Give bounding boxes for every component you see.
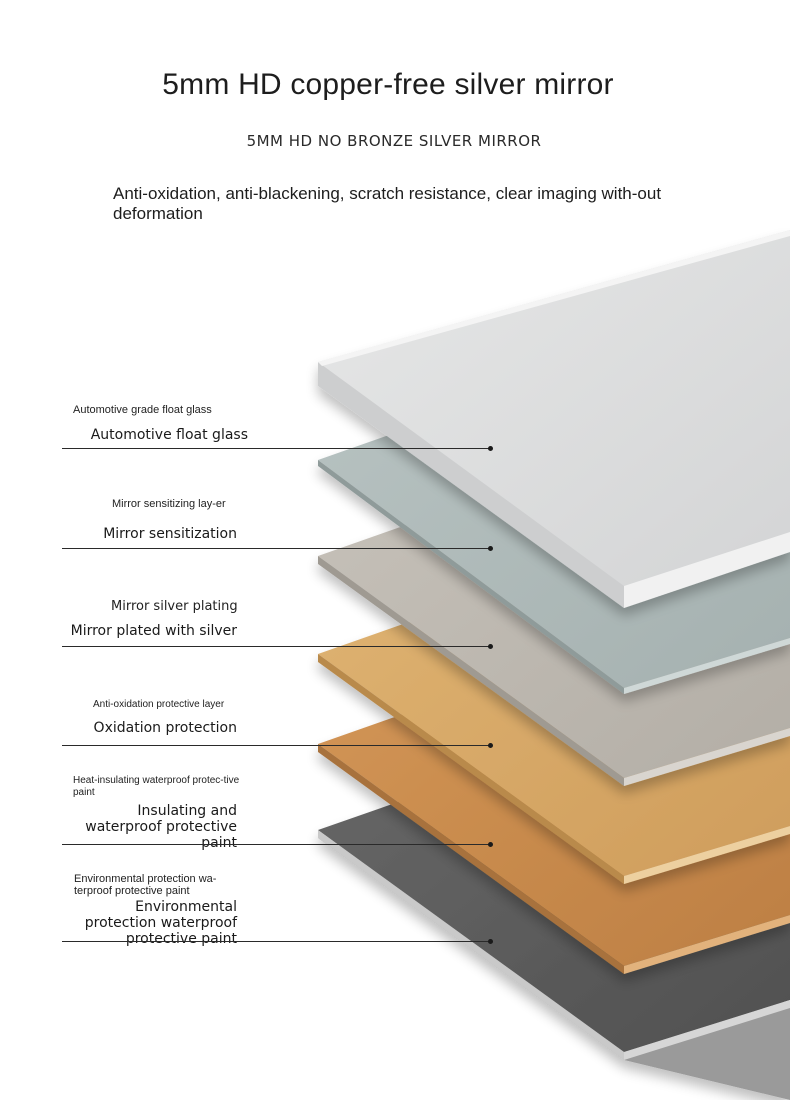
page-description: Anti-oxidation, anti-blackening, scratch… [113, 184, 662, 223]
layer-6-small-label: Environmental protection wa-terproof pro… [74, 873, 217, 897]
layer-4-small-label: Anti-oxidation protective layer [93, 699, 225, 710]
layer-2-pointer-dot [488, 546, 493, 551]
page-subtitle: 5MM HD NO BRONZE SILVER MIRROR [246, 132, 542, 150]
layer-3-main-label: Mirror plated with silver [70, 623, 237, 639]
layer-1-pointer-dot [488, 446, 493, 451]
layer-6-main-label: Environmental protection waterproof prot… [84, 899, 237, 947]
layer-3-small-label: Mirror silver plating [111, 599, 238, 614]
layer-1-small-label: Automotive grade float glass [73, 404, 212, 416]
layer-4-main-label: Oxidation protection [93, 720, 237, 736]
layer-5-main-label: Insulating and waterproof protective pai… [85, 803, 237, 851]
layer-2-leader-line [62, 548, 491, 549]
layer-4-pointer-dot [488, 743, 493, 748]
page-title: 5mm HD copper-free silver mirror [162, 68, 614, 101]
layer-6-leader-line [62, 941, 491, 942]
layer-5-pointer-dot [488, 842, 493, 847]
layer-5-leader-line [62, 844, 491, 845]
layer-2-small-label: Mirror sensitizing lay-er [112, 498, 226, 510]
layer-6-pointer-dot [488, 939, 493, 944]
layer-4-leader-line [62, 745, 491, 746]
layer-2-main-label: Mirror sensitization [103, 526, 237, 542]
layer-float-glass [318, 230, 790, 608]
layer-3-pointer-dot [488, 644, 493, 649]
layer-3-leader-line [62, 646, 491, 647]
layer-1-main-label: Automotive float glass [90, 427, 248, 443]
layer-1-leader-line [62, 448, 491, 449]
layer-5-small-label: Heat-insulating waterproof protec-tive p… [73, 775, 240, 798]
